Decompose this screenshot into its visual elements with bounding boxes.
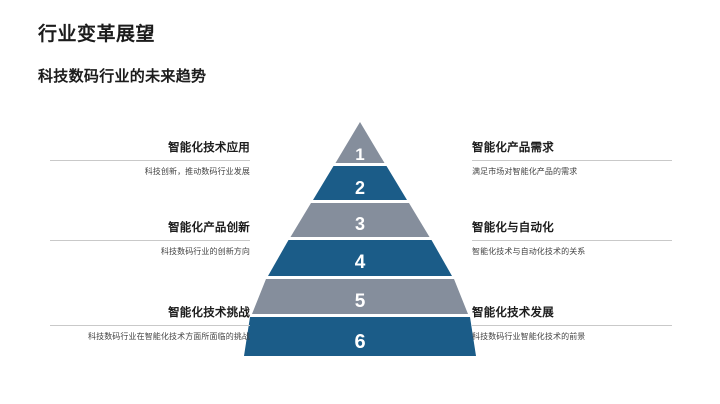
pyramid-level-3[interactable] [290,203,430,237]
label-right-2-heading: 智能化与自动化 [472,222,554,234]
label-left-2-divider [50,240,250,241]
pyramid-level-3-number: 3 [355,214,365,234]
label-right-3-divider [472,325,672,326]
label-left-3[interactable]: 智能化技术挑战 科技数码行业在智能化技术方面所面临的挑战 [50,305,250,343]
label-left-1-divider [50,160,250,161]
label-right-3[interactable]: 智能化技术发展 科技数码行业智能化技术的前景 [472,305,672,343]
pyramid-level-4-number: 4 [355,252,366,273]
pyramid-level-6[interactable] [244,317,476,356]
label-left-1-description: 科技创新，推动数码行业发展 [144,167,250,176]
label-right-1-divider [472,160,672,161]
pyramid-level-5-number: 5 [355,291,366,312]
pyramid-level-2-number: 2 [355,178,365,198]
page-subtitle: 科技数码行业的未来趋势 [38,68,207,85]
pyramid-level-2[interactable] [313,166,407,200]
label-left-2[interactable]: 智能化产品创新 科技数码行业的创新方向 [50,220,250,258]
label-right-1[interactable]: 智能化产品需求 满足市场对智能化产品的需求 [472,140,672,178]
label-left-3-heading: 智能化技术挑战 [168,307,250,319]
label-left-2-description: 科技数码行业的创新方向 [160,247,250,256]
label-right-1-heading: 智能化产品需求 [472,142,554,154]
label-right-3-description: 科技数码行业智能化技术的前景 [472,332,586,341]
label-left-3-description: 科技数码行业在智能化技术方面所面临的挑战 [88,332,250,341]
pyramid-level-6-number: 6 [354,331,365,353]
pyramid-level-1-number: 1 [355,145,364,164]
page-title: 行业变革展望 [38,24,156,45]
label-left-1[interactable]: 智能化技术应用 科技创新，推动数码行业发展 [50,140,250,178]
label-right-3-heading: 智能化技术发展 [472,307,554,319]
header: 行业变革展望 科技数码行业的未来趋势 [38,22,658,88]
pyramid-level-5[interactable] [252,279,468,314]
pyramid-diagram: 1 2 3 4 5 6 [244,118,476,360]
label-left-2-heading: 智能化产品创新 [168,222,250,234]
label-right-2-divider [472,240,672,241]
pyramid-level-4[interactable] [268,240,452,276]
label-left-3-divider [50,325,250,326]
label-right-2[interactable]: 智能化与自动化 智能化技术与自动化技术的关系 [472,220,672,258]
pyramid-level-1[interactable] [335,122,385,163]
label-right-1-description: 满足市场对智能化产品的需求 [472,167,578,176]
label-left-1-heading: 智能化技术应用 [168,142,250,154]
label-right-2-description: 智能化技术与自动化技术的关系 [472,247,586,256]
